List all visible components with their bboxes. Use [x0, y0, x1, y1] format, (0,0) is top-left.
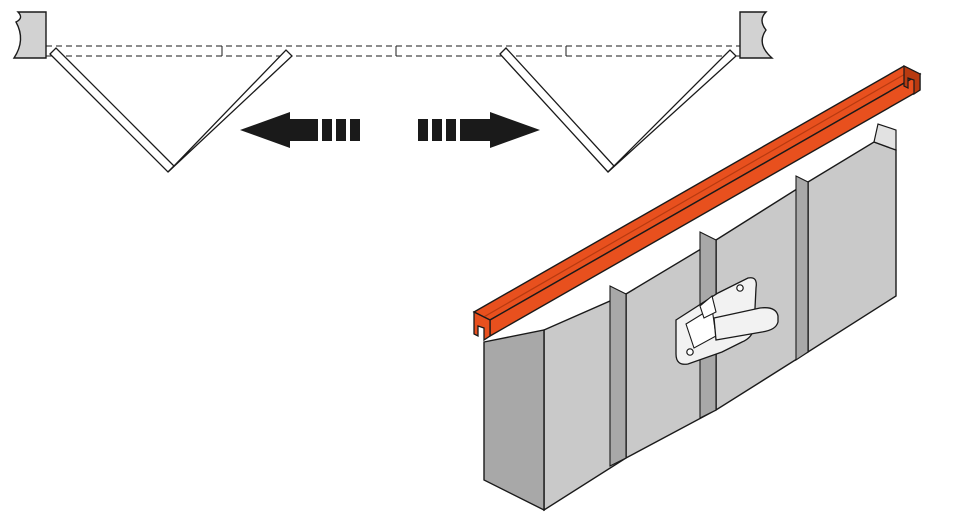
panel-1-front [807, 141, 897, 354]
plan-view [12, 11, 774, 173]
arrow-right-shaft [460, 119, 490, 141]
panel-1-top [873, 123, 897, 151]
wall-left-icon [12, 11, 47, 59]
fold-panel-right-b [607, 49, 737, 173]
hinge-bracket [675, 277, 779, 365]
arrow-left-icon [240, 112, 360, 148]
arrow-right-segment [418, 119, 428, 141]
wall-right-icon [739, 11, 774, 59]
rail-end-profile [473, 310, 491, 342]
fold-panel-left-b [167, 49, 293, 173]
hinge-tab [713, 307, 779, 341]
arrow-left-head [240, 112, 290, 148]
hinge-screw [736, 284, 744, 292]
rail-groove [481, 69, 913, 319]
arrow-right-icon [418, 112, 540, 148]
rail-far-end [903, 65, 921, 96]
arrow-left-segment [336, 119, 346, 141]
fold-panel-left-a [49, 47, 175, 173]
arrow-left-segment [350, 119, 360, 141]
panel-4-side [483, 329, 545, 512]
panel-2-edge [795, 175, 809, 362]
panel-group [483, 123, 897, 512]
arrow-left-segment [322, 119, 332, 141]
arrow-left-shaft [290, 119, 318, 141]
hinge-screw [686, 348, 694, 356]
top-rail [472, 65, 922, 342]
panel-assembly [472, 65, 922, 512]
arrow-right-segment [432, 119, 442, 141]
hinge-notch [699, 295, 717, 319]
fold-panel-right-a [499, 47, 615, 173]
arrow-right-head [490, 112, 540, 148]
panel-4-edge [609, 285, 627, 467]
arrow-right-segment [446, 119, 456, 141]
